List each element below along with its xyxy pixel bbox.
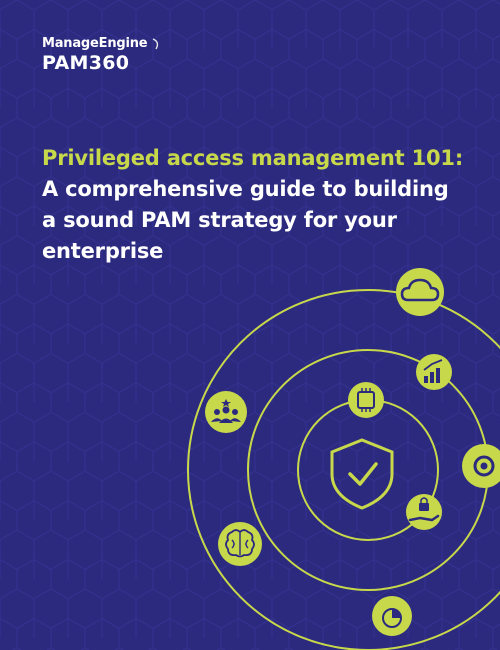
lock-hand-icon bbox=[406, 494, 442, 530]
product-name: PAM360 bbox=[42, 52, 130, 74]
company-logo-text: ManageEngine bbox=[42, 36, 148, 51]
growth-chart-icon bbox=[416, 354, 452, 390]
orbit-outer bbox=[187, 289, 500, 650]
brain-icon bbox=[218, 522, 262, 566]
headline-line-3: a sound PAM strategy for your bbox=[42, 208, 397, 232]
shield-check-icon bbox=[330, 438, 394, 510]
logo-swoosh-icon bbox=[153, 37, 159, 49]
brand-block: ManageEngine PAM360 bbox=[42, 36, 161, 74]
headline-line-2: A comprehensive guide to building bbox=[42, 177, 449, 201]
pie-chart-icon bbox=[372, 596, 412, 636]
page-title: Privileged access management 101: A comp… bbox=[42, 143, 482, 267]
gear-icon bbox=[462, 444, 500, 488]
headline-line-4: enterprise bbox=[42, 239, 164, 263]
headline-line-1: Privileged access management 101: bbox=[42, 146, 464, 170]
team-icon bbox=[205, 391, 247, 433]
chip-icon bbox=[348, 382, 384, 418]
cloud-icon bbox=[396, 268, 444, 316]
